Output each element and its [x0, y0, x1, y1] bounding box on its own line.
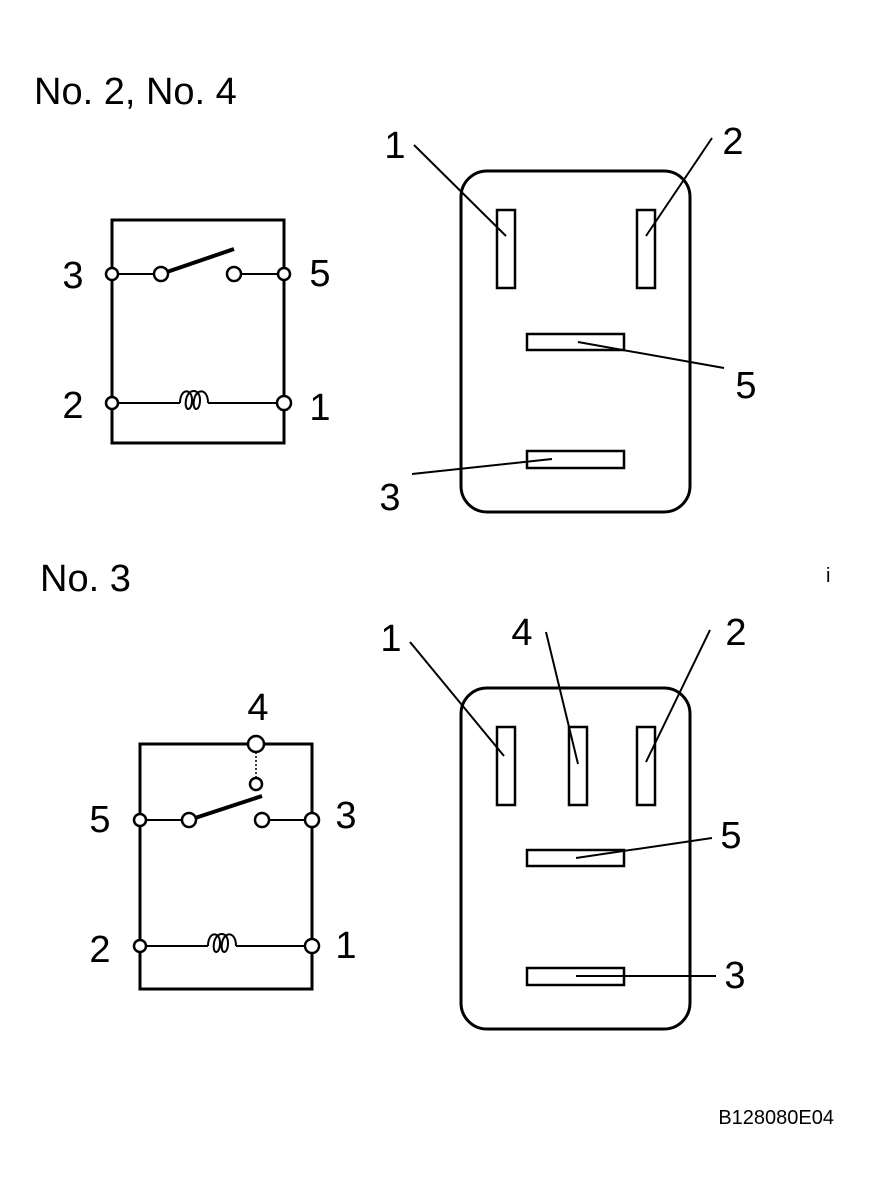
connector-a-pin-1	[495, 208, 517, 290]
connector-b-leader-2	[645, 629, 711, 763]
connector-a-leader-5	[577, 341, 725, 369]
schematic-b-pin-label-bottom-right: 1	[335, 925, 356, 967]
schematic-a-terminal-3	[104, 266, 120, 282]
connector-b: 1 4 2 5 3	[380, 612, 747, 1031]
connector-a-pin-label-bottom: 3	[379, 477, 400, 519]
schematic-b-switch-hinge	[248, 776, 264, 792]
stray-mark: i	[826, 565, 830, 587]
connector-b-pin-2	[635, 725, 657, 807]
connector-b-pin-1	[495, 725, 517, 807]
connector-b-pin-label-top-middle: 4	[511, 612, 532, 654]
connector-b-pin-label-bottom: 3	[724, 955, 745, 997]
schematic-a-pin-label-bottom-right: 1	[309, 387, 330, 429]
schematic-a: 3 5 2 1	[62, 218, 331, 445]
connector-b-pin-label-top-right: 2	[725, 612, 746, 654]
schematic-b-pin-label-bottom-left: 2	[89, 929, 110, 971]
schematic-a-switch-blade	[160, 247, 235, 276]
schematic-b-pin-label-top: 4	[247, 687, 268, 729]
connector-a-pin-5	[525, 332, 626, 352]
connector-b-pin-label-top-left: 1	[380, 618, 401, 660]
connector-a-leader-1	[413, 144, 507, 237]
connector-a-leader-3	[411, 458, 553, 475]
schematic-b-terminal-2	[132, 938, 148, 954]
connector-a-pin-label-middle: 5	[735, 365, 756, 407]
schematic-a-pin-label-bottom-left: 2	[62, 385, 83, 427]
connector-a: 1 2 5 3	[379, 121, 756, 519]
connector-a-pin-label-top-left: 1	[384, 125, 405, 167]
connector-b-pin-5	[525, 848, 626, 868]
connector-b-pin-4	[567, 725, 589, 807]
section-a-title: No. 2, No. 4	[34, 71, 237, 113]
connector-a-pin-2	[635, 208, 657, 290]
schematic-b-switch-blade	[188, 794, 263, 822]
schematic-a-pin-label-top-left: 3	[62, 255, 83, 297]
connector-b-leader-5	[575, 837, 713, 859]
schematic-a-switch-pivot	[152, 265, 170, 283]
connector-a-body	[459, 169, 692, 514]
schematic-a-frame	[110, 218, 286, 445]
schematic-a-switch-contact	[225, 265, 243, 283]
schematic-b-coil-icon	[207, 933, 237, 953]
schematic-b-terminal-1	[303, 937, 321, 955]
schematic-b-terminal-5	[132, 812, 148, 828]
section-b-title: No. 3	[40, 558, 131, 600]
connector-b-pin-label-middle: 5	[720, 815, 741, 857]
schematic-b-pin-label-middle-right: 3	[335, 795, 356, 837]
schematic-a-terminal-5	[276, 266, 292, 282]
figure-code: B128080E04	[718, 1107, 834, 1129]
schematic-b-terminal-4	[246, 734, 266, 754]
schematic-b-terminal-3	[303, 811, 321, 829]
schematic-b-frame	[138, 742, 314, 991]
schematic-a-pin-label-top-right: 5	[309, 253, 330, 295]
connector-b-body	[459, 686, 692, 1031]
schematic-b-pin-label-middle-left: 5	[89, 799, 110, 841]
schematic-b-switch-contact	[253, 811, 271, 829]
connector-b-leader-1	[409, 641, 505, 757]
connector-a-leader-2	[645, 137, 713, 237]
connector-a-pin-3	[525, 449, 626, 470]
schematic-b: 4 5 3 2 1	[89, 687, 357, 991]
schematic-a-terminal-1	[275, 394, 293, 412]
schematic-b-switch-pivot	[180, 811, 198, 829]
schematic-a-terminal-2	[104, 395, 120, 411]
connector-a-pin-label-top-right: 2	[722, 121, 743, 163]
connector-b-leader-4	[545, 631, 579, 765]
schematic-a-coil-icon	[179, 390, 209, 410]
